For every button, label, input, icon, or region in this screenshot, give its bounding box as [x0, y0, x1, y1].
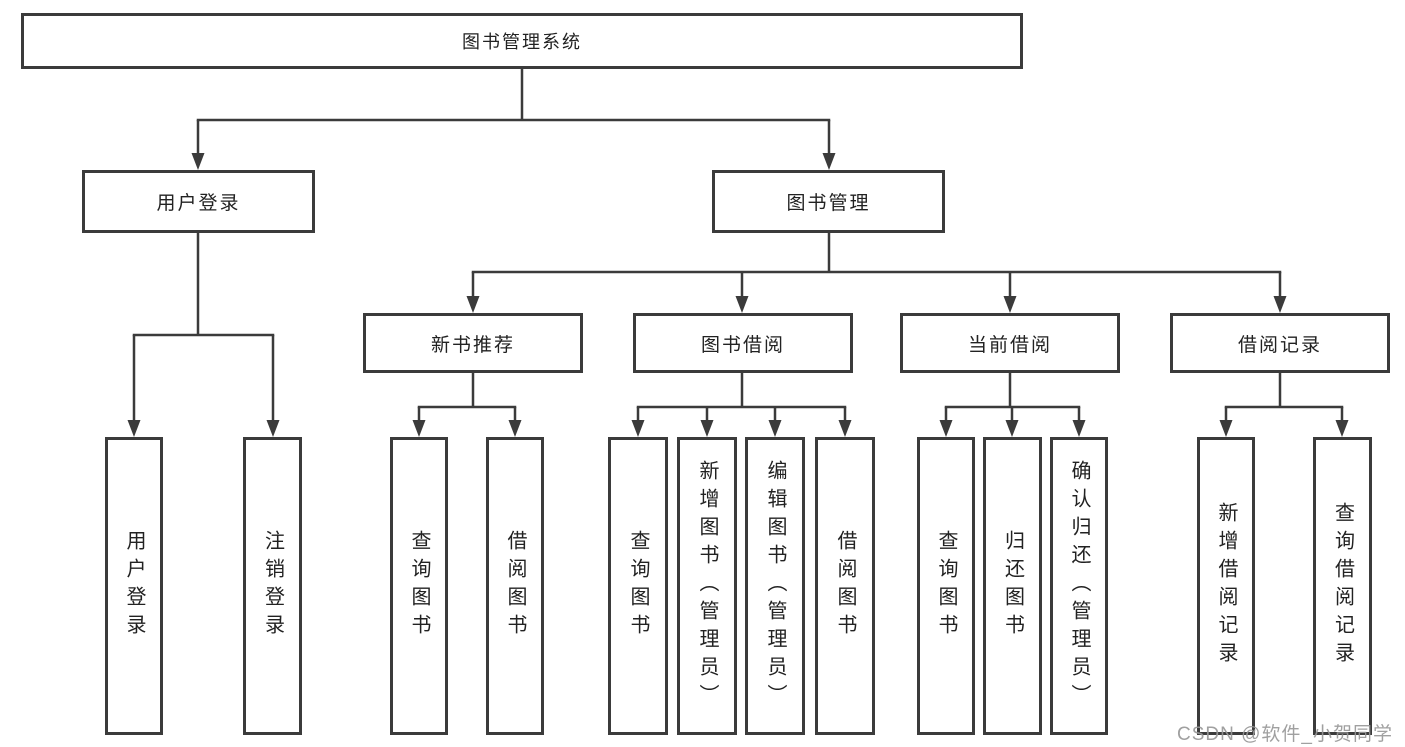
leaf-user-login: 用户登录 — [105, 437, 163, 735]
leaf-cb-confirm-return-label: 确认归还（管理员） — [1068, 460, 1090, 712]
leaf-nb-borrow-books-label: 借阅图书 — [504, 530, 526, 642]
leaf-bb-query-books-label: 查询图书 — [627, 530, 649, 642]
leaf-br-query-record-label: 查询借阅记录 — [1331, 502, 1354, 670]
node-book-management-label: 图书管理 — [786, 193, 871, 214]
leaf-cb-query-books: 查询图书 — [917, 437, 975, 735]
node-new-book-recommend-label: 新书推荐 — [430, 334, 515, 356]
leaf-bb-borrow-books-label: 借阅图书 — [834, 530, 856, 642]
node-book-borrow-label: 图书借阅 — [700, 334, 785, 356]
leaf-bb-borrow-books: 借阅图书 — [815, 437, 875, 735]
node-user-login-label: 用户登录 — [156, 193, 241, 214]
node-book-borrow: 图书借阅 — [633, 313, 853, 373]
node-user-login: 用户登录 — [82, 170, 315, 233]
node-root: 图书管理系统 — [21, 13, 1023, 69]
node-book-management: 图书管理 — [712, 170, 945, 233]
leaf-br-add-record-label: 新增借阅记录 — [1215, 502, 1237, 670]
leaf-nb-query-books-label: 查询图书 — [408, 530, 430, 642]
leaf-logout-label: 注销登录 — [261, 530, 284, 642]
node-current-borrow-label: 当前借阅 — [967, 334, 1052, 356]
leaf-bb-add-books: 新增图书（管理员） — [677, 437, 737, 735]
watermark: CSDN @软件_小贺同学 — [1177, 724, 1393, 745]
leaf-bb-edit-books-label: 编辑图书（管理员） — [764, 460, 786, 712]
leaf-bb-add-books-label: 新增图书（管理员） — [696, 460, 718, 712]
node-new-book-recommend: 新书推荐 — [363, 313, 583, 373]
node-borrow-record: 借阅记录 — [1170, 313, 1390, 373]
leaf-user-login-label: 用户登录 — [123, 530, 145, 642]
leaf-cb-query-books-label: 查询图书 — [935, 530, 957, 642]
leaf-logout: 注销登录 — [243, 437, 302, 735]
leaf-cb-confirm-return: 确认归还（管理员） — [1050, 437, 1108, 735]
leaf-nb-query-books: 查询图书 — [390, 437, 448, 735]
leaf-bb-edit-books: 编辑图书（管理员） — [745, 437, 805, 735]
leaf-nb-borrow-books: 借阅图书 — [486, 437, 544, 735]
leaf-cb-return-books: 归还图书 — [983, 437, 1042, 735]
node-current-borrow: 当前借阅 — [900, 313, 1120, 373]
node-root-label: 图书管理系统 — [462, 32, 582, 52]
node-borrow-record-label: 借阅记录 — [1237, 334, 1322, 356]
leaf-cb-return-books-label: 归还图书 — [1001, 530, 1024, 642]
leaf-br-query-record: 查询借阅记录 — [1313, 437, 1372, 735]
leaf-br-add-record: 新增借阅记录 — [1197, 437, 1255, 735]
leaf-bb-query-books: 查询图书 — [608, 437, 668, 735]
